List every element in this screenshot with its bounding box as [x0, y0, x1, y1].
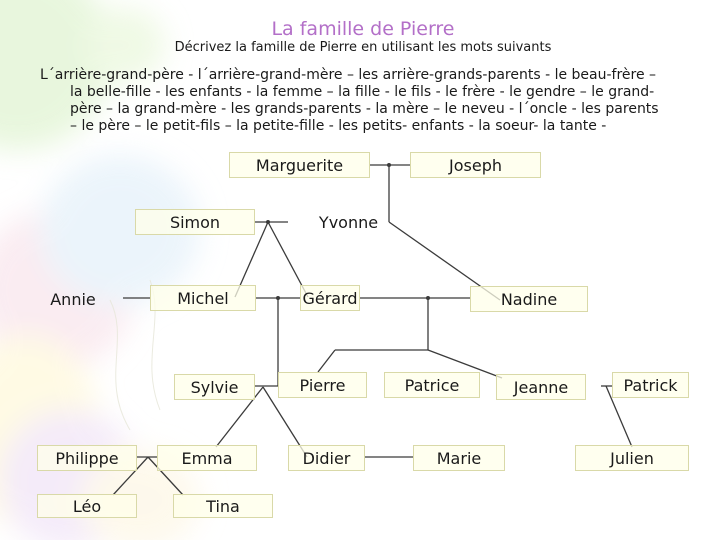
descent-line [147, 456, 184, 496]
descent-line [605, 385, 633, 448]
person-annie: Annie [50, 289, 96, 309]
person-simon: Simon [135, 209, 255, 235]
descent-line [427, 349, 503, 379]
person-gerard: Gérard [300, 285, 360, 311]
balloon-blue [40, 155, 200, 305]
vocabulary-line: – le père – le petit-fils – la petite-fi… [70, 118, 607, 134]
page-subtitle: Décrivez la famille de Pierre en utilisa… [174, 40, 552, 55]
descent-line [267, 221, 309, 298]
person-philippe: Philippe [37, 445, 137, 471]
balloon-string [109, 299, 131, 431]
person-marguerite: Marguerite [229, 152, 370, 178]
person-nadine: Nadine [470, 286, 588, 312]
person-patrick: Patrick [612, 372, 689, 398]
person-jeanne: Jeanne [496, 374, 586, 400]
descent-line [317, 349, 336, 373]
balloon-green [0, 0, 113, 150]
descent-line [112, 456, 149, 496]
person-marie: Marie [413, 445, 505, 471]
person-tina: Tina [173, 494, 273, 518]
person-michel: Michel [150, 285, 256, 311]
person-pierre: Pierre [278, 372, 367, 398]
person-joseph: Joseph [410, 152, 541, 178]
person-didier: Didier [288, 445, 365, 471]
page-title: La famille de Pierre [271, 18, 455, 40]
descent-line [234, 221, 269, 298]
descent-line [215, 386, 264, 448]
person-emma: Emma [157, 445, 257, 471]
balloon-lightgreen [85, 7, 165, 83]
vocabulary-line: père – la grand-mère - les grands-parent… [70, 101, 659, 117]
person-patrice: Patrice [384, 372, 480, 398]
person-yvonne: Yvonne [318, 212, 379, 232]
person-leo: Léo [37, 494, 137, 518]
vocabulary-line: la belle-fille - les enfants - la femme … [70, 84, 655, 100]
vocabulary-line: L´arrière-grand-père - l´arrière-grand-m… [40, 67, 657, 83]
vocabulary-list: L´arrière-grand-père - l´arrière-grand-m… [40, 67, 680, 135]
person-julien: Julien [575, 445, 689, 471]
person-sylvie: Sylvie [174, 374, 255, 400]
